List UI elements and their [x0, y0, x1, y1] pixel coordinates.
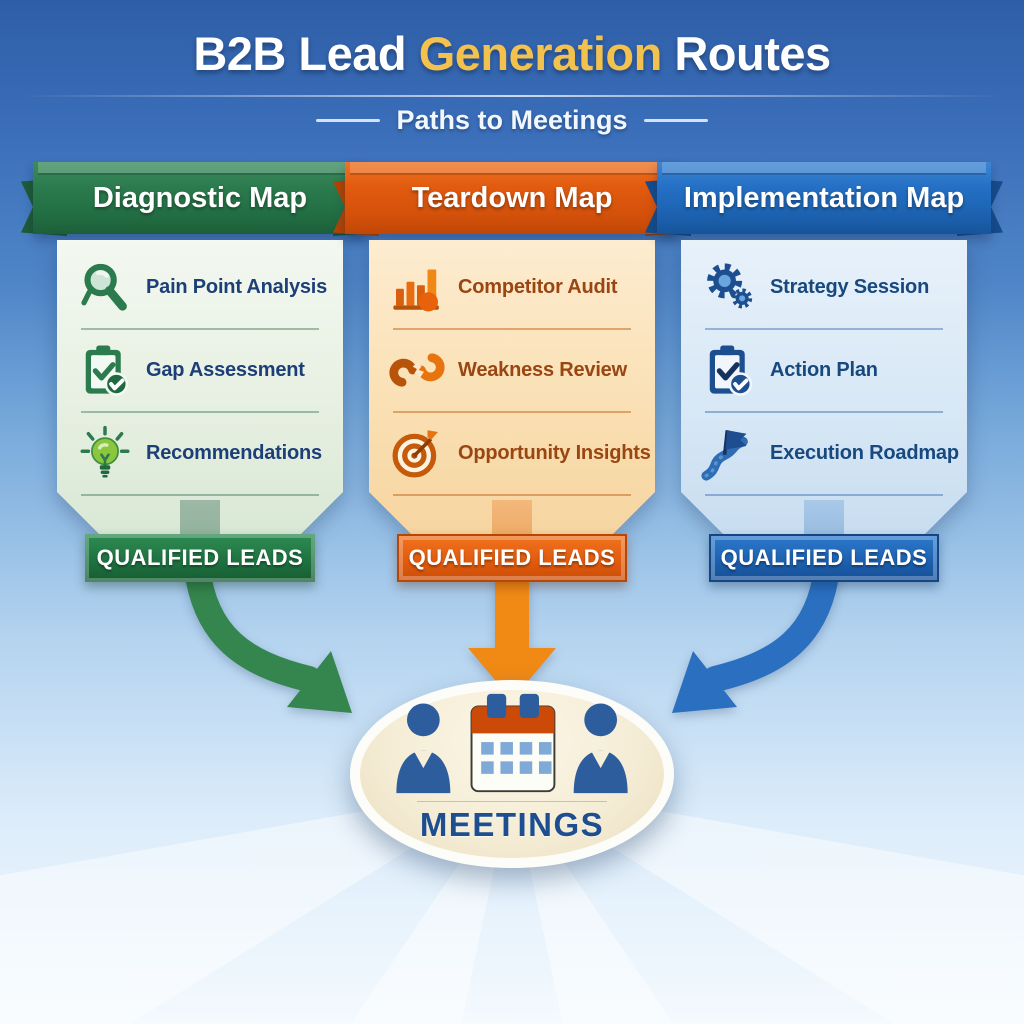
- item-divider: [705, 494, 943, 496]
- list-item: Competitor Audit: [389, 254, 635, 320]
- item-label: Gap Assessment: [146, 358, 305, 381]
- item-divider: [393, 411, 631, 413]
- column-title: Implementation Map: [683, 181, 965, 214]
- meeting-calendar-icon: [396, 693, 628, 794]
- page-title: B2B Lead Generation Routes: [0, 26, 1024, 81]
- item-divider: [705, 411, 943, 413]
- item-label: Competitor Audit: [458, 275, 618, 298]
- subtitle-dash-right: [643, 119, 708, 122]
- ribbon-band: Teardown Map: [345, 162, 679, 234]
- column-title: Diagnostic Map: [92, 181, 308, 214]
- meetings-label: MEETINGS: [419, 806, 605, 843]
- item-divider: [81, 494, 319, 496]
- card-shadow-wrap: Strategy Session Action Plan Execution R…: [681, 240, 967, 536]
- card-shadow-wrap: Competitor Audit Weakness Review Opportu…: [369, 240, 655, 536]
- diagnostic-ribbon-banner: Diagnostic Map: [21, 162, 379, 240]
- blue-arrow-head: [672, 651, 737, 713]
- item-divider: [705, 328, 943, 330]
- gears-icon: [701, 259, 757, 315]
- clipboard-check-icon: [701, 342, 757, 398]
- subtitle-dash-left: [316, 119, 381, 122]
- column-diagnostic-map: Diagnostic Map Pain Point Analysis Gap A…: [21, 162, 379, 582]
- broken-link-icon: [389, 342, 445, 398]
- list-item: Recommendations: [77, 420, 323, 486]
- teardown-card: Competitor Audit Weakness Review Opportu…: [369, 240, 655, 536]
- qualified-leads-badge: QUALIFIED LEADS: [397, 534, 627, 582]
- list-item: Gap Assessment: [77, 337, 323, 403]
- badge-label: QUALIFIED LEADS: [96, 545, 304, 570]
- list-item: Action Plan: [701, 337, 947, 403]
- bar-chart-icon: [389, 259, 445, 315]
- page-subtitle: Paths to Meetings: [396, 105, 628, 135]
- card-shadow-wrap: Pain Point Analysis Gap Assessment Recom…: [57, 240, 343, 536]
- item-label: Strategy Session: [770, 275, 930, 298]
- item-label: Pain Point Analysis: [146, 275, 328, 298]
- green-arrow-shaft: [184, 555, 322, 692]
- title-part-highlight: Generation: [418, 27, 663, 80]
- item-label: Recommendations: [146, 441, 322, 464]
- item-label: Weakness Review: [458, 358, 627, 381]
- implementation-card: Strategy Session Action Plan Execution R…: [681, 240, 967, 536]
- implementation-ribbon-banner: Implementation Map: [645, 162, 1003, 240]
- meetings-node: MEETINGS: [350, 680, 674, 868]
- column-teardown-map: Teardown Map Competitor Audit Weakness R…: [333, 162, 691, 582]
- badge-label: QUALIFIED LEADS: [408, 545, 616, 570]
- item-label: Action Plan: [770, 358, 878, 381]
- badge-label: QUALIFIED LEADS: [720, 545, 928, 570]
- item-divider: [393, 328, 631, 330]
- item-divider: [81, 328, 319, 330]
- item-label: Opportunity Insights: [458, 441, 651, 464]
- qualified-leads-badge: QUALIFIED LEADS: [709, 534, 939, 582]
- clipboard-check-icon: [77, 342, 133, 398]
- header: B2B Lead Generation Routes Paths to Meet…: [0, 0, 1024, 136]
- title-divider-line: [20, 95, 1004, 97]
- blue-arrow-shaft: [702, 555, 840, 692]
- ribbon-band: Diagnostic Map: [33, 162, 367, 234]
- item-divider: [393, 494, 631, 496]
- flag-road-icon: [701, 425, 757, 481]
- item-label: Execution Roadmap: [770, 441, 959, 464]
- teardown-ribbon-banner: Teardown Map: [333, 162, 691, 240]
- title-part-pre: B2B Lead: [193, 27, 419, 80]
- subtitle-row: Paths to Meetings: [0, 105, 1024, 136]
- route-columns: Diagnostic Map Pain Point Analysis Gap A…: [0, 162, 1024, 582]
- target-icon: [389, 425, 445, 481]
- ribbon-band: Implementation Map: [657, 162, 991, 234]
- meeting-separator-line: [417, 801, 607, 802]
- green-arrow-head: [287, 651, 352, 713]
- column-implementation-map: Implementation Map Strategy Session Acti…: [645, 162, 1003, 582]
- diagnostic-card: Pain Point Analysis Gap Assessment Recom…: [57, 240, 343, 536]
- title-part-post: Routes: [661, 27, 831, 80]
- list-item: Pain Point Analysis: [77, 254, 323, 320]
- list-item: Weakness Review: [389, 337, 635, 403]
- list-item: Strategy Session: [701, 254, 947, 320]
- lightbulb-icon: [77, 425, 133, 481]
- list-item: Execution Roadmap: [701, 420, 947, 486]
- column-title: Teardown Map: [411, 181, 613, 214]
- magnifier-icon: [77, 259, 133, 315]
- qualified-leads-badge: QUALIFIED LEADS: [85, 534, 315, 582]
- orange-arrow-head: [468, 648, 556, 700]
- item-divider: [81, 411, 319, 413]
- list-item: Opportunity Insights: [389, 420, 635, 486]
